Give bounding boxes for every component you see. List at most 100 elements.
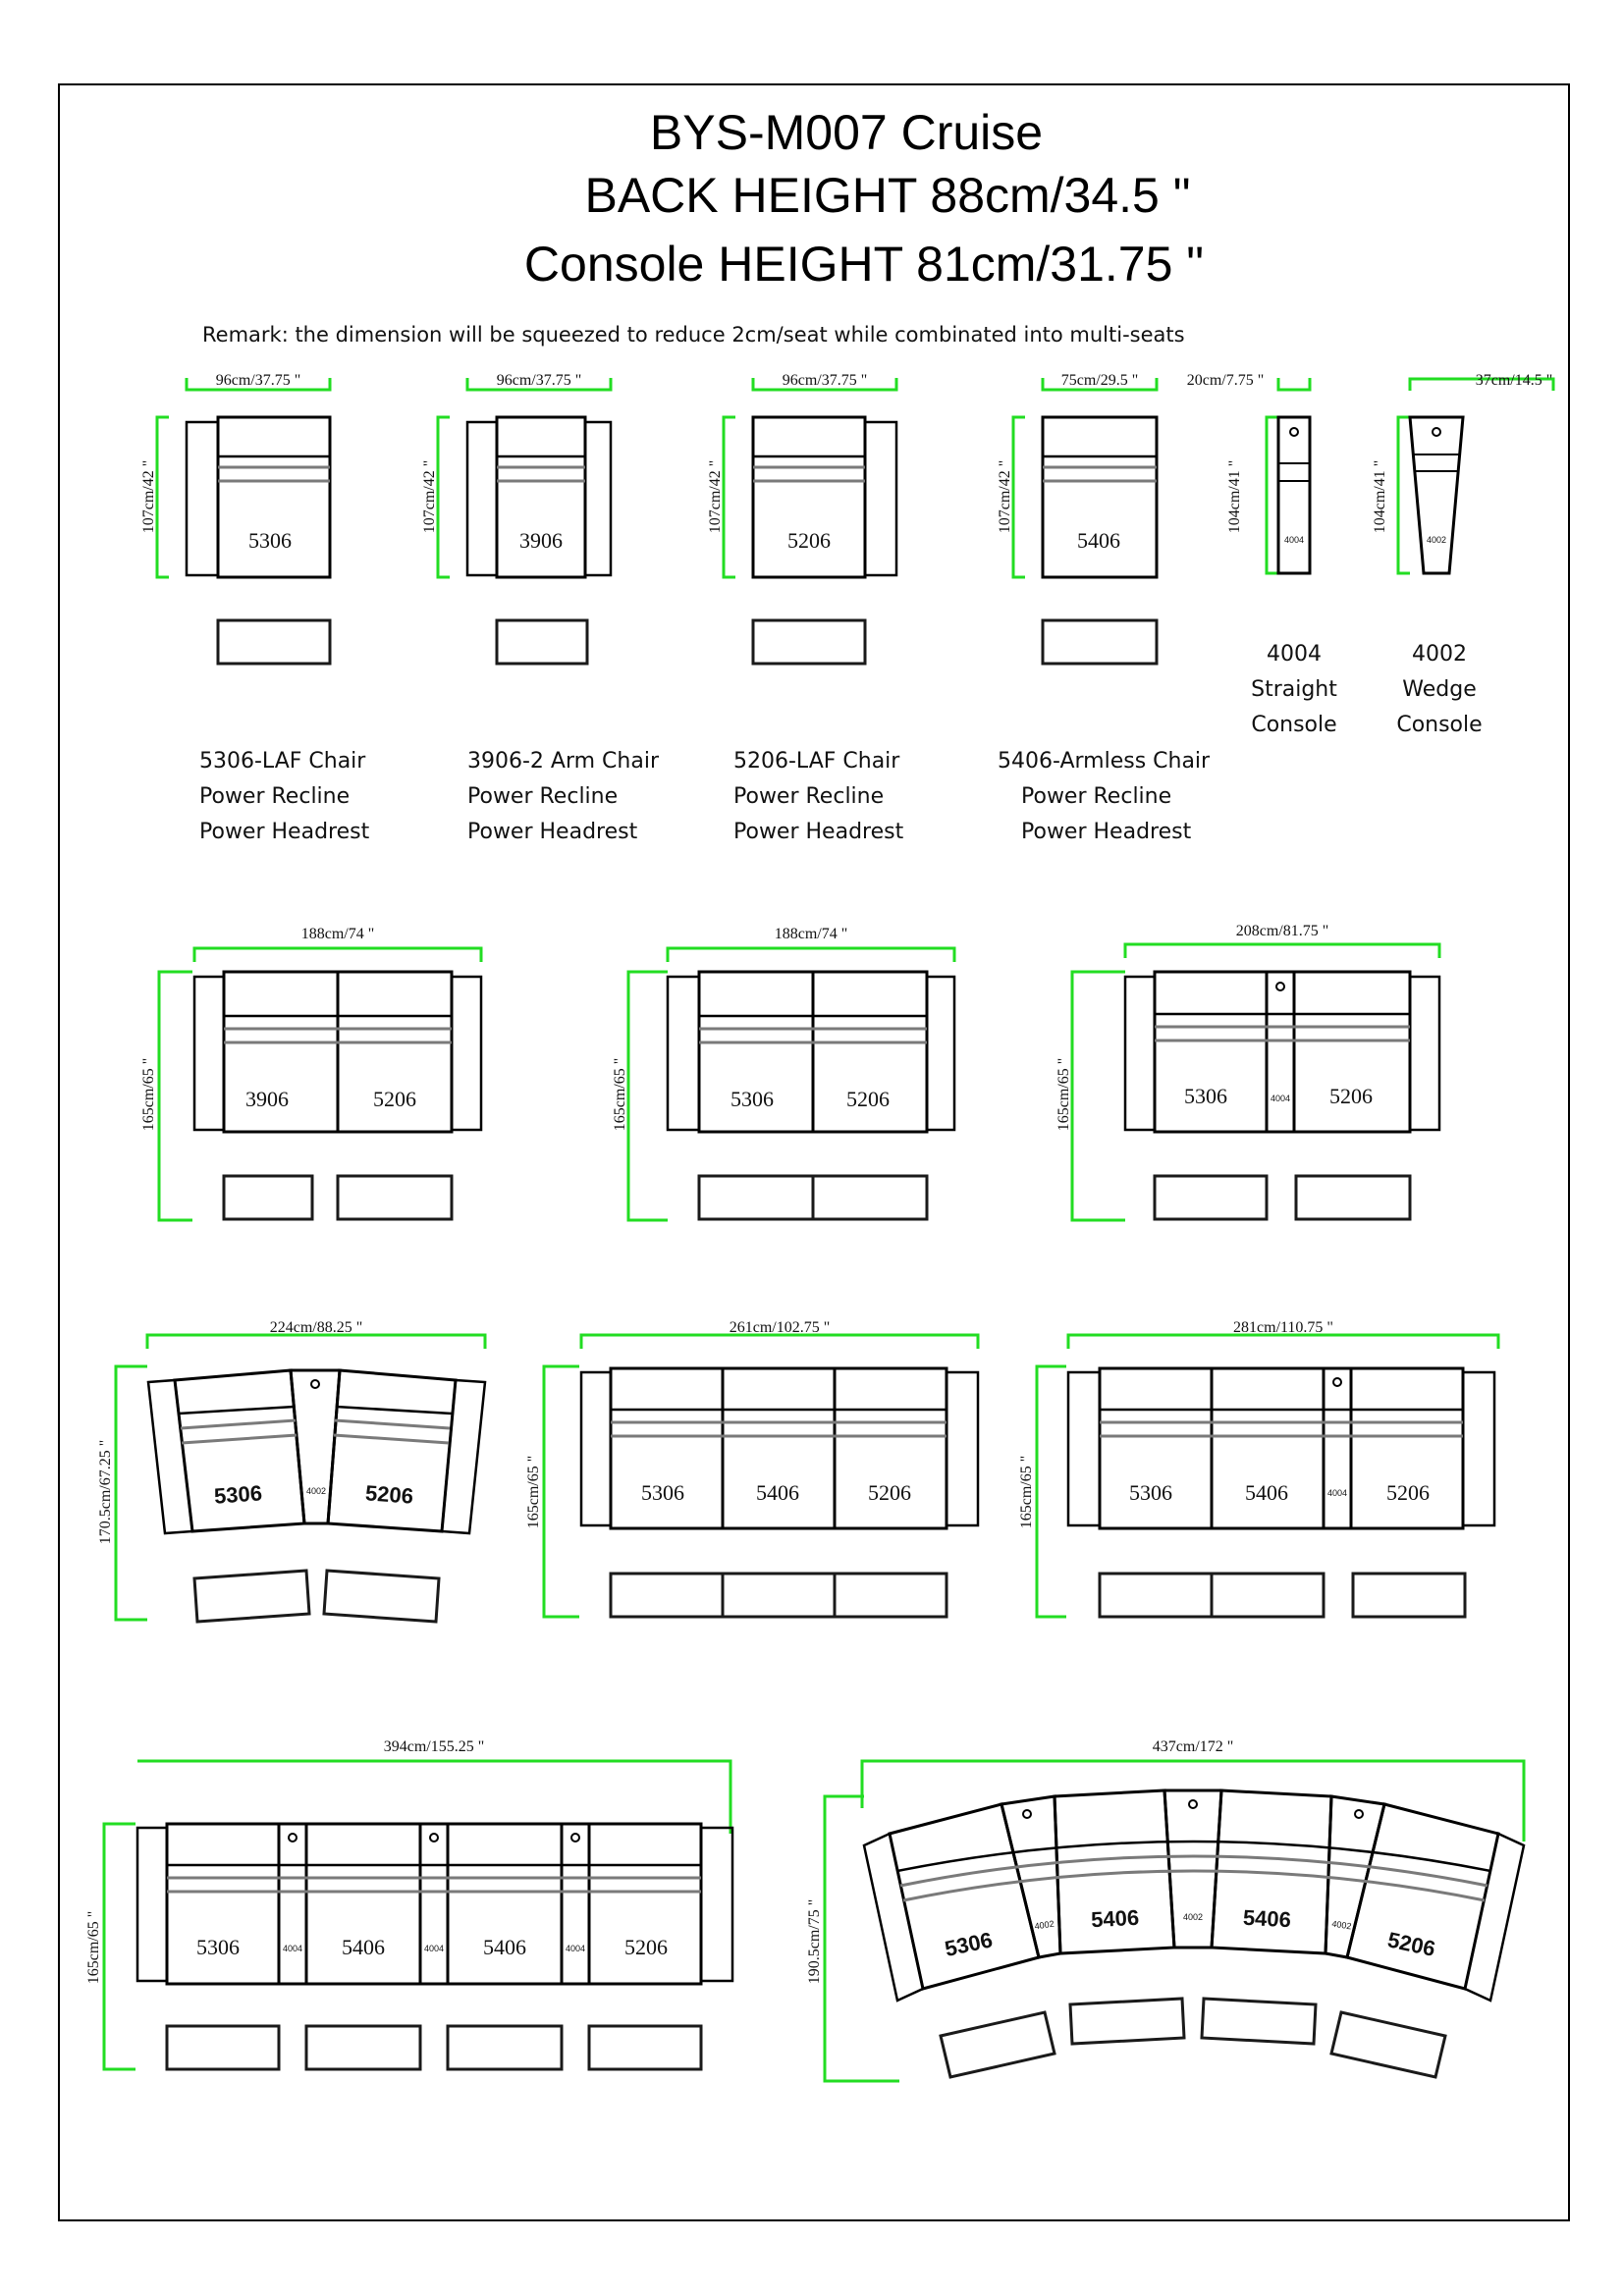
left-arm bbox=[192, 975, 226, 1132]
seat bbox=[1345, 1802, 1500, 1991]
ottoman bbox=[751, 618, 867, 666]
seat bbox=[216, 415, 332, 579]
width-dimension-line bbox=[192, 946, 483, 962]
seat-band bbox=[181, 1433, 298, 1445]
caption-line: 4004 bbox=[1267, 642, 1322, 667]
width-label: 261cm/102.75 " bbox=[730, 1319, 831, 1336]
depth-label: 165cm/65 " bbox=[612, 1058, 628, 1132]
width-label: 20cm/7.75 " bbox=[1187, 372, 1265, 389]
depth-label: 104cm/41 " bbox=[1226, 460, 1243, 534]
width-label: 188cm/74 " bbox=[775, 926, 848, 942]
depth-label: 104cm/41 " bbox=[1372, 460, 1388, 534]
piece-code: 5406 bbox=[1077, 528, 1120, 553]
ottoman bbox=[304, 2024, 422, 2071]
depth-dimension-line bbox=[436, 415, 450, 579]
console-code: 4004 bbox=[566, 1944, 585, 1953]
caption-line: Power Headrest bbox=[199, 820, 370, 844]
console-code: 4002 bbox=[306, 1486, 326, 1496]
cup-holder-icon bbox=[1275, 982, 1285, 991]
depth-label: 107cm/42 " bbox=[421, 460, 438, 534]
console-code: 4002 bbox=[1183, 1912, 1203, 1922]
console bbox=[1276, 415, 1312, 575]
width-dimension-line bbox=[185, 378, 332, 392]
caption-line: 3906-2 Arm Chair bbox=[467, 749, 660, 774]
piece-5406: 75cm/29.5 " 107cm/42 " 5406 bbox=[997, 372, 1159, 666]
seat-code: 5306 bbox=[943, 1927, 995, 1961]
combo-5306-5406-5206: 261cm/102.75 " 165cm/65 " 5306 5406 5206 bbox=[525, 1319, 980, 1619]
piece-code: 4004 bbox=[1284, 535, 1304, 545]
ottoman bbox=[1294, 1174, 1412, 1221]
cup-holder-icon bbox=[429, 1833, 439, 1842]
width-dimension-line bbox=[145, 1333, 487, 1349]
depth-label: 165cm/65 " bbox=[1055, 1058, 1072, 1132]
seat bbox=[751, 415, 867, 579]
left-arm bbox=[465, 420, 499, 577]
depth-dimension-line bbox=[626, 970, 668, 1222]
title: BYS-M007 Cruise bbox=[650, 105, 1043, 160]
width-dimension-line bbox=[1066, 1333, 1500, 1349]
cup-holder-icon bbox=[1332, 1377, 1342, 1387]
combo-5306-5206: 188cm/74 " 165cm/65 " 5306 5206 bbox=[612, 926, 956, 1222]
seat-code: 5206 bbox=[624, 1935, 668, 1959]
seat-code: 5306 bbox=[1129, 1480, 1172, 1505]
depth-label: 165cm/65 " bbox=[1018, 1456, 1035, 1529]
caption-5406: 5406-Armless Chair Power Recline Power H… bbox=[998, 749, 1211, 844]
seat-code: 5406 bbox=[1091, 1905, 1140, 1933]
ottoman bbox=[216, 618, 332, 666]
back-line bbox=[335, 1405, 453, 1415]
seat bbox=[326, 1368, 458, 1533]
cup-holder-icon bbox=[1289, 427, 1299, 437]
width-dimension-line bbox=[137, 1759, 732, 1834]
caption-line: Console bbox=[1396, 713, 1482, 737]
piece-5306: 96cm/37.75 " 107cm/42 " 5306 bbox=[140, 372, 332, 666]
piece-code: 4002 bbox=[1427, 535, 1446, 545]
caption-line: Power Recline bbox=[733, 784, 884, 809]
console-code: 4004 bbox=[1271, 1094, 1290, 1103]
arm bbox=[185, 420, 220, 577]
caption-line: Console bbox=[1251, 713, 1336, 737]
cup-holder-icon bbox=[1022, 1809, 1032, 1819]
caption-line: 5406-Armless Chair bbox=[998, 749, 1211, 774]
right-arm bbox=[945, 1370, 980, 1527]
width-dimension-line bbox=[1123, 942, 1441, 958]
console-code: 4002 bbox=[1331, 1919, 1352, 1932]
caption-line: Wedge bbox=[1402, 677, 1476, 702]
ottoman bbox=[1098, 1572, 1214, 1619]
combo-4-seat-straight: 394cm/155.25 " 165cm/65 " 5306 4004 5406… bbox=[85, 1738, 734, 2071]
ottoman bbox=[1068, 1997, 1186, 2046]
console-code: 4002 bbox=[1034, 1919, 1055, 1932]
caption-line: 5206-LAF Chair bbox=[733, 749, 900, 774]
ottoman bbox=[833, 1572, 948, 1619]
piece-3906: 96cm/37.75 " 107cm/42 " 3906 bbox=[421, 372, 613, 666]
depth-dimension-line bbox=[1035, 1364, 1066, 1619]
seat bbox=[495, 415, 587, 579]
caption-5306: 5306-LAF Chair Power Recline Power Headr… bbox=[199, 749, 370, 844]
console bbox=[1265, 970, 1296, 1134]
piece-code: 5306 bbox=[248, 528, 292, 553]
wedge-console bbox=[1408, 415, 1465, 575]
width-label: 208cm/81.75 " bbox=[1236, 923, 1329, 939]
piece-code: 5206 bbox=[787, 528, 831, 553]
width-label: 188cm/74 " bbox=[301, 926, 375, 942]
caption-line: 4002 bbox=[1412, 642, 1467, 667]
seat-code: 3906 bbox=[245, 1087, 289, 1111]
width-dimension-line bbox=[1276, 378, 1312, 392]
back-line bbox=[896, 1840, 1491, 1873]
ottoman bbox=[587, 2024, 703, 2071]
seat bbox=[1041, 415, 1159, 579]
depth-label: 165cm/65 " bbox=[140, 1058, 157, 1132]
ottoman bbox=[1210, 1572, 1325, 1619]
right-arm bbox=[450, 975, 483, 1132]
ottoman bbox=[1153, 1174, 1269, 1221]
left-arm bbox=[1066, 1370, 1102, 1527]
left-arm bbox=[1123, 975, 1157, 1132]
ottoman bbox=[495, 618, 589, 666]
seat-code: 5306 bbox=[641, 1480, 684, 1505]
seat-code: 5206 bbox=[868, 1480, 911, 1505]
right-arm bbox=[1408, 975, 1441, 1132]
width-dimension-line bbox=[666, 946, 956, 962]
seat-code: 5406 bbox=[483, 1935, 526, 1959]
console-code: 4004 bbox=[1327, 1488, 1347, 1498]
depth-dimension-line bbox=[542, 1364, 579, 1619]
depth-dimension-line bbox=[157, 970, 192, 1222]
